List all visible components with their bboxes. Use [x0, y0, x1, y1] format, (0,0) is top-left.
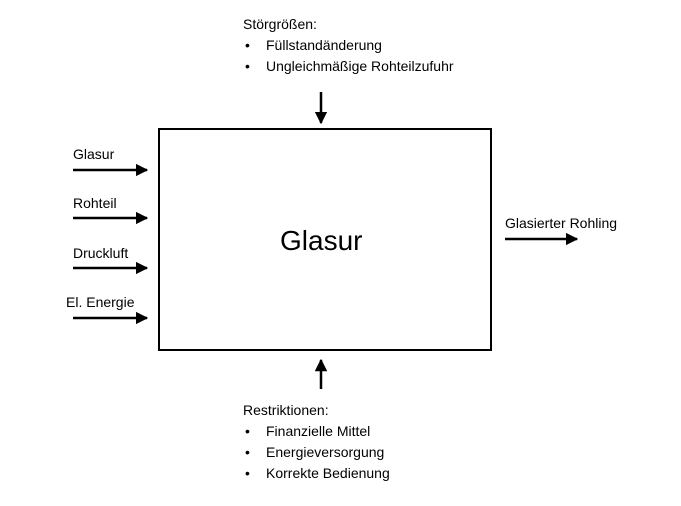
- input-label-rohteil: Rohteil: [73, 195, 117, 211]
- restrictions-list: Finanzielle Mittel Energieversorgung Kor…: [243, 421, 390, 484]
- input-label-druckluft: Druckluft: [73, 245, 129, 261]
- restriction-item: Finanzielle Mittel: [243, 421, 390, 442]
- disturbances-block: Störgrößen: Füllstandänderung Ungleichmä…: [243, 14, 454, 77]
- restrictions-heading: Restriktionen:: [243, 402, 329, 418]
- disturbances-heading: Störgrößen:: [243, 16, 317, 32]
- process-box: [158, 128, 492, 351]
- disturbances-list: Füllstandänderung Ungleichmäßige Rohteil…: [243, 35, 454, 77]
- restriction-item: Energieversorgung: [243, 442, 390, 463]
- process-title: Glasur: [280, 225, 363, 256]
- output-label: Glasierter Rohling: [505, 215, 618, 231]
- disturbance-item: Füllstandänderung: [243, 35, 454, 56]
- input-label-glasur: Glasur: [73, 146, 115, 162]
- restrictions-block: Restriktionen: Finanzielle Mittel Energi…: [243, 400, 390, 484]
- input-label-energie: El. Energie: [66, 294, 135, 310]
- restriction-item: Korrekte Bedienung: [243, 463, 390, 484]
- disturbance-item: Ungleichmäßige Rohteilzufuhr: [243, 56, 454, 77]
